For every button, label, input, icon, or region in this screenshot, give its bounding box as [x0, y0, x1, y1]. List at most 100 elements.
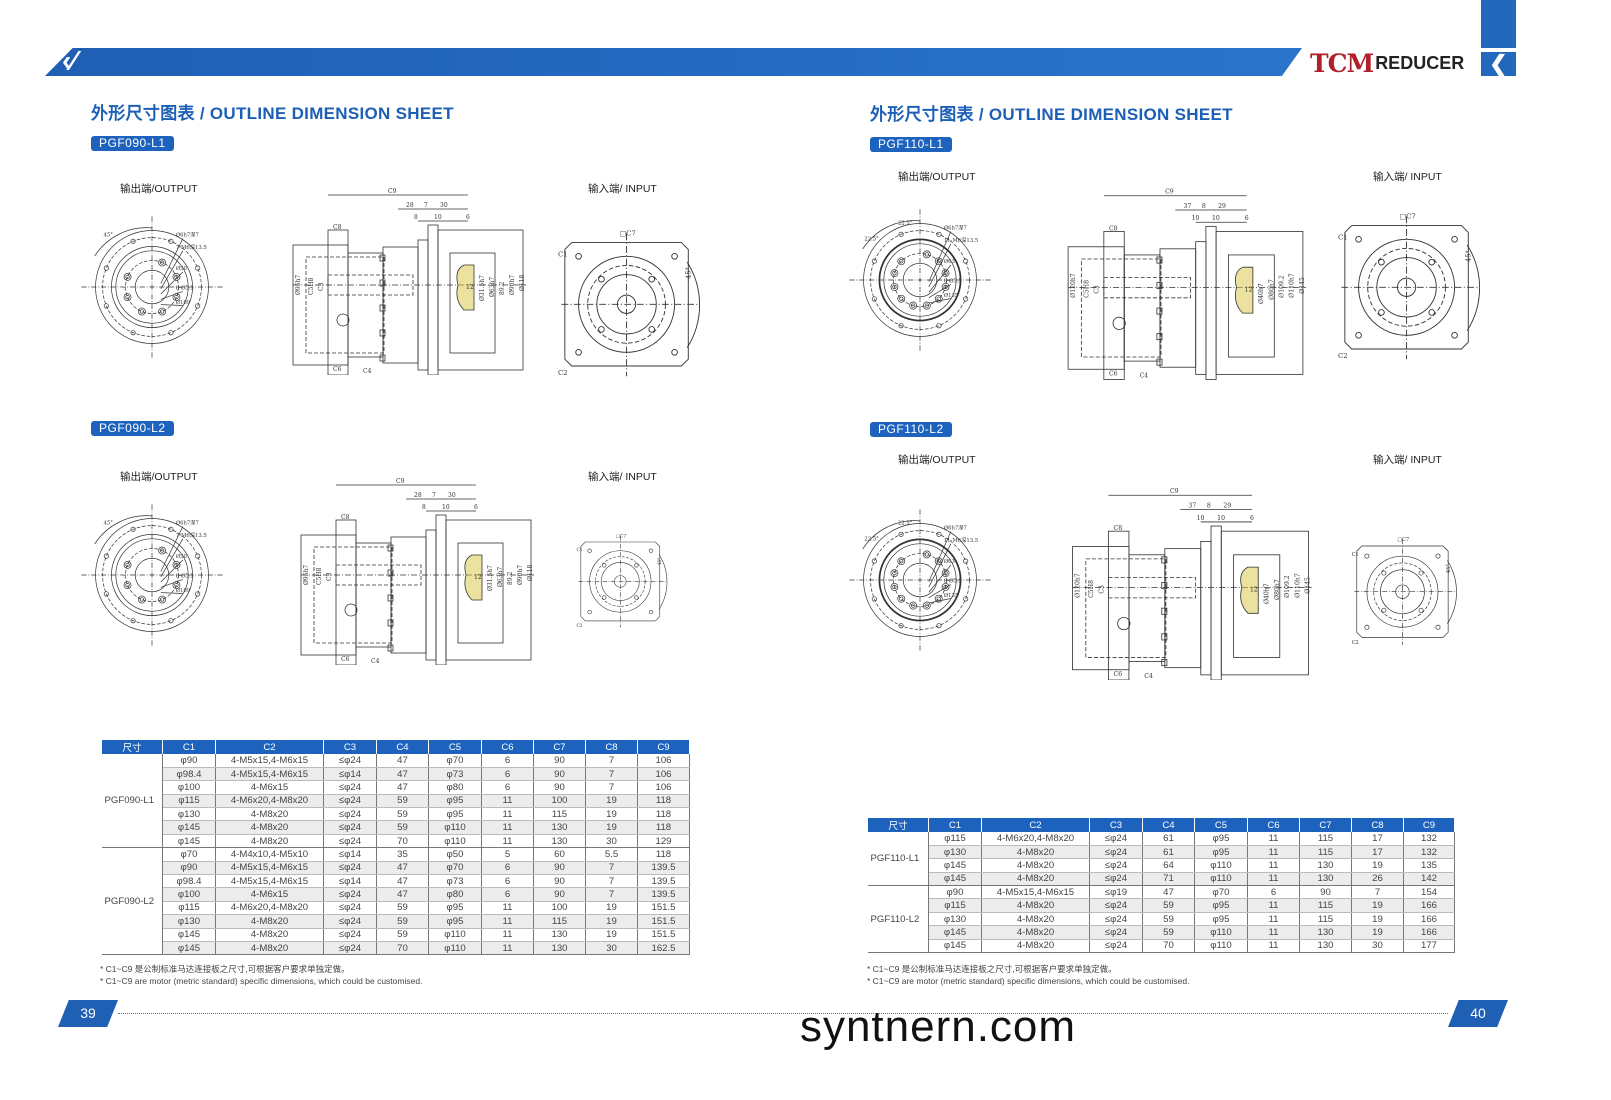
dimension-label: Ø135 — [944, 292, 958, 299]
table-cell: 166 — [1403, 898, 1455, 913]
tapped-hole — [158, 307, 167, 316]
tapped-hole-inner — [892, 271, 897, 276]
page-number-left: 39 — [58, 1000, 118, 1027]
housing-bolt — [379, 329, 386, 337]
mount-hole — [871, 596, 877, 602]
output-flange — [435, 514, 447, 665]
chevron-left-icon[interactable]: ‹⁄ — [62, 45, 76, 76]
table-cell: ≤φ24 — [323, 887, 377, 902]
tapped-hole — [934, 294, 943, 303]
angle-arc — [1466, 244, 1480, 331]
dimension-label: 12 — [1245, 287, 1253, 294]
motor-shaft-bore — [1107, 576, 1197, 599]
table-cell: φ115 — [928, 832, 982, 846]
table-cell: 35 — [376, 847, 429, 862]
footnote-cn: * C1~C9 是公制标准马达连接板之尺寸,可根据客户要求单独定做。 — [867, 964, 1117, 974]
table-cell: 4-M5x15,4-M6x15 — [215, 874, 324, 889]
dimension-label: 10 — [1192, 215, 1200, 222]
leader-line — [928, 564, 952, 593]
table-cell: 118 — [637, 847, 690, 862]
table-cell: ≤φ14 — [323, 874, 377, 889]
shaft-bore — [616, 294, 637, 314]
table-cell: 162.5 — [637, 941, 690, 956]
housing-bolt — [387, 544, 394, 552]
table-cell: 6 — [1247, 885, 1300, 900]
dimension-label: Ø6h7深7 — [944, 524, 967, 532]
table-cell: 90 — [533, 874, 586, 889]
gear-housing — [382, 246, 419, 364]
table-cell: 47 — [376, 780, 429, 795]
square-flange — [1344, 225, 1469, 350]
table-cell: 4-M6x15 — [215, 780, 324, 795]
mount-hole — [1355, 331, 1362, 339]
tapped-hole — [922, 301, 931, 310]
tapped-hole-inner — [160, 260, 165, 265]
table-cell: 19 — [585, 794, 638, 809]
header-band — [45, 48, 1302, 76]
back-button[interactable]: ❮ — [1481, 52, 1516, 76]
dimension-label: Ø135 — [944, 592, 958, 599]
tapped-hole — [158, 258, 167, 267]
table-cell: 90 — [533, 754, 586, 768]
mount-hole — [195, 591, 201, 597]
table-cell: 4-M8x20 — [215, 834, 324, 849]
clamp-screw — [336, 313, 350, 327]
table-cell: 6 — [481, 887, 534, 902]
table-cell: ≤φ14 — [323, 767, 377, 782]
table-cell: 90 — [533, 767, 586, 782]
dimension-label: Ø109.2 — [1279, 275, 1286, 298]
mount-hole — [1355, 235, 1362, 243]
dimension-label: Ø118 — [527, 564, 534, 581]
mount-hole — [195, 265, 201, 271]
table-cell: 6 — [481, 754, 534, 768]
pcd-circle — [125, 548, 179, 602]
table-cell: 71 — [1142, 872, 1195, 887]
table-cell: φ145 — [162, 941, 216, 956]
footnote-en: * C1~C9 are motor (metric standard) spec… — [100, 976, 423, 986]
mount-hole — [1378, 309, 1385, 316]
output-label: 输出端/OUTPUT — [898, 171, 976, 183]
table-cell: φ95 — [1194, 912, 1248, 927]
dimension-label: C5H8 — [316, 567, 323, 585]
motor-plate — [292, 244, 349, 366]
dimension-label: 10 — [1212, 215, 1220, 222]
bolt-circle — [870, 230, 970, 330]
mount-hole — [648, 326, 656, 333]
table-cell: φ130 — [162, 807, 216, 822]
dimension-label: 6 — [1250, 515, 1254, 522]
leader-line — [928, 231, 952, 282]
output-flange — [1210, 525, 1222, 680]
mount-hole — [130, 238, 136, 244]
tapped-hole-inner — [936, 296, 941, 301]
housing-bolt — [387, 594, 394, 602]
mount-hole — [130, 330, 136, 336]
table-cell: 6 — [481, 874, 534, 889]
dimension-label: 37 — [1188, 503, 1196, 510]
table-cell: φ110 — [428, 820, 482, 835]
footer-divider — [118, 1013, 1448, 1014]
table-cell: 130 — [1299, 858, 1352, 873]
housing-bolt — [1156, 282, 1163, 290]
tapped-hole — [890, 582, 899, 591]
table-cell: 5.5 — [585, 847, 638, 862]
housing-bolt — [1156, 256, 1163, 264]
leader-line — [928, 584, 952, 598]
table-cell: 11 — [1247, 872, 1300, 887]
housing-bolt — [1161, 607, 1168, 615]
table-cell: 11 — [1247, 939, 1300, 954]
bolt-circle — [102, 525, 202, 625]
table-cell: 115 — [1299, 912, 1352, 927]
dimension-label: 10 — [1217, 515, 1225, 522]
table-cell: φ90 — [162, 861, 216, 876]
table-cell: 19 — [1351, 912, 1404, 927]
table-cell: 47 — [376, 887, 429, 902]
table-cell: 70 — [376, 941, 429, 956]
dimension-label: 28 — [406, 202, 414, 209]
output-shaft — [457, 542, 504, 644]
